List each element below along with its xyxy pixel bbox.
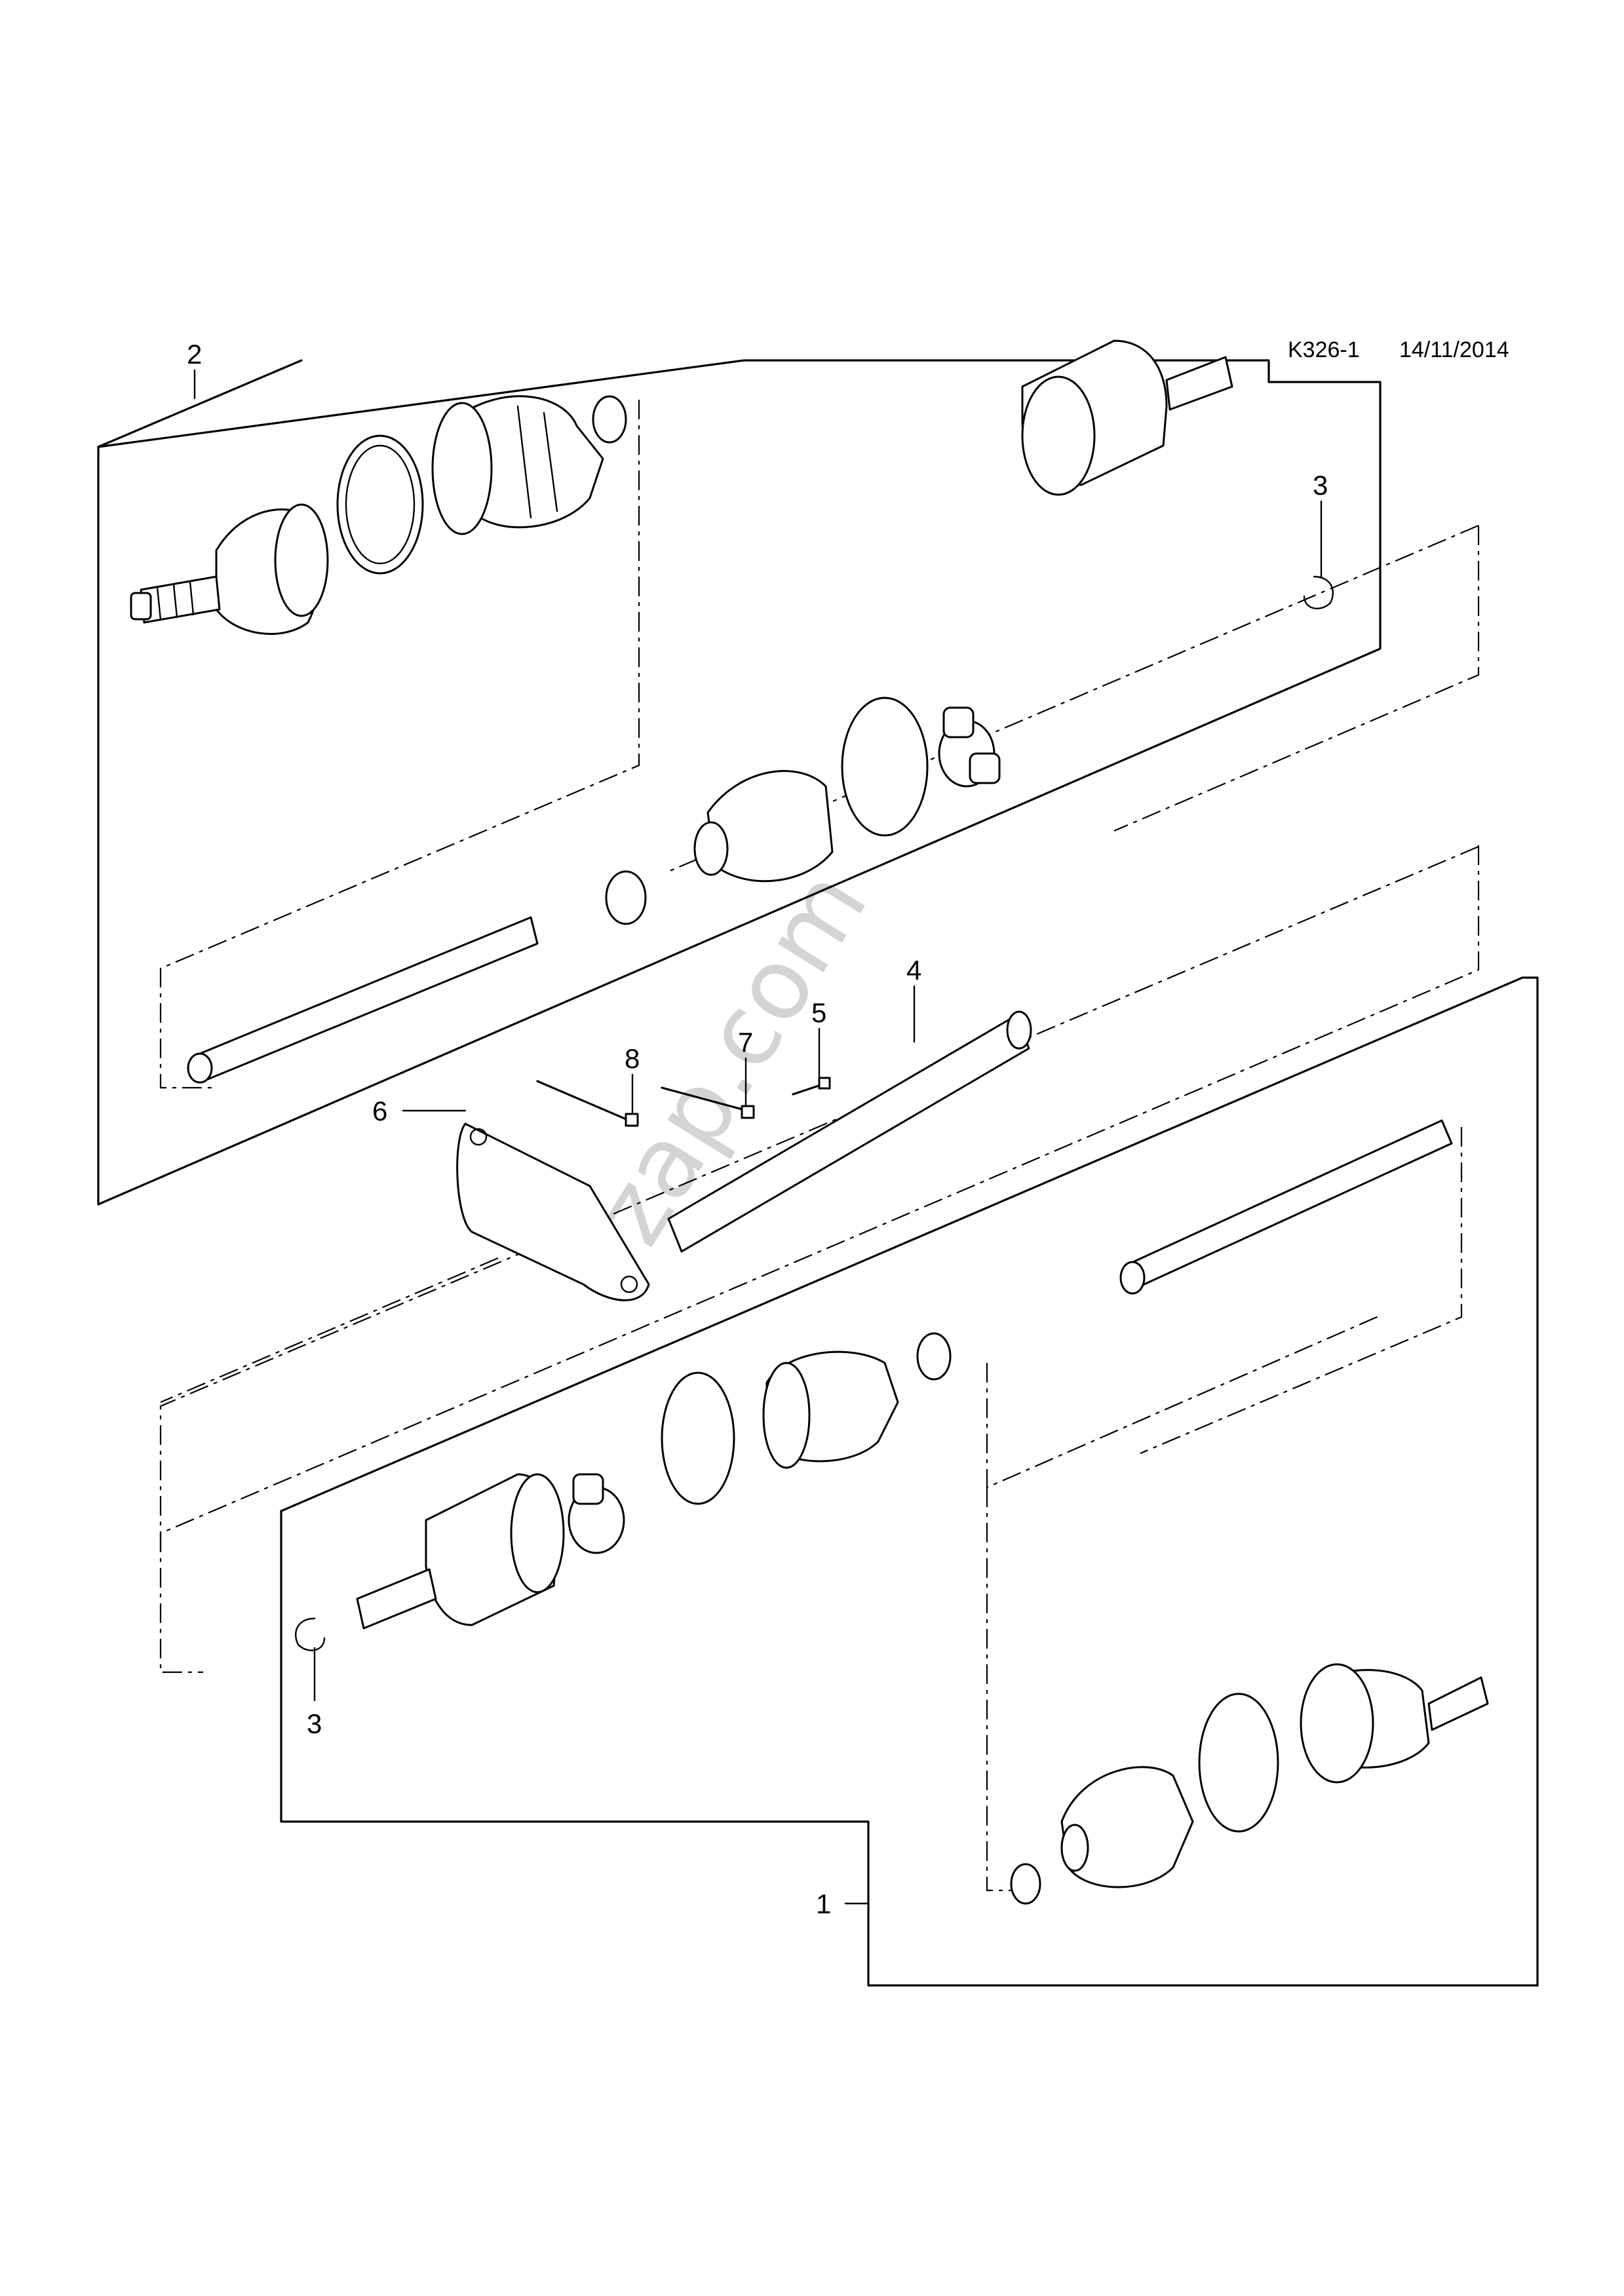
boot-clamp-lower-inner xyxy=(661,1371,735,1505)
intermediate-shaft-4 xyxy=(667,1010,1032,1253)
callout-6: 6 xyxy=(372,1096,387,1126)
callout-4: 4 xyxy=(906,955,921,985)
inner-tripod-housing-lower xyxy=(356,1473,565,1630)
drive-shaft-upper xyxy=(187,916,539,1084)
bolt-7 xyxy=(661,1086,755,1119)
tripod-spider-lower xyxy=(568,1473,625,1554)
diagram-code: K326-1 xyxy=(1288,337,1360,362)
boot-clamp-lower-outer xyxy=(1198,1693,1279,1833)
cv-boot-lower-inner xyxy=(762,1350,899,1469)
callout-3-upper: 3 xyxy=(1313,470,1328,501)
assembly-frame-2 xyxy=(97,359,1382,1206)
diagram-date: 14/11/2014 xyxy=(1399,337,1509,362)
callout-8: 8 xyxy=(625,1043,640,1074)
cv-boot-lower-outer xyxy=(1060,1766,1194,1888)
callout-5: 5 xyxy=(811,997,826,1028)
callout-2: 2 xyxy=(187,339,202,370)
snap-ring-3-upper xyxy=(1303,575,1334,609)
bolt-8 xyxy=(536,1080,639,1127)
guide-lines xyxy=(159,400,1480,1892)
callout-1: 1 xyxy=(816,1888,831,1919)
inner-tripod-housing-upper xyxy=(1021,339,1233,496)
snap-ring-3-lower xyxy=(295,1617,326,1651)
boot-clamp-upper-outer xyxy=(336,434,424,575)
outer-cv-joint-lower xyxy=(1300,1663,1489,1784)
tripod-spider-upper xyxy=(938,706,1001,788)
retaining-clip-lower-inner xyxy=(916,1332,952,1381)
retaining-clip-upper-outer xyxy=(592,395,627,444)
cv-boot-upper-outer xyxy=(431,395,604,535)
boot-clamp-upper-inner xyxy=(841,697,929,837)
retaining-clip-upper-inner xyxy=(605,870,647,925)
leader-lines xyxy=(193,369,1323,1905)
retaining-clip-lower-outer xyxy=(1010,1863,1041,1905)
outer-cv-joint-upper xyxy=(130,503,329,635)
bolt-5 xyxy=(792,1077,831,1096)
bearing-bracket-6 xyxy=(456,1122,650,1301)
callout-7: 7 xyxy=(738,1027,753,1058)
assembly-frame-1 xyxy=(280,976,1539,1987)
drive-shaft-lower xyxy=(1119,1119,1453,1295)
callout-labels: 2 3 4 5 7 8 6 3 1 xyxy=(187,339,1328,1919)
callout-3-lower: 3 xyxy=(307,1708,322,1739)
cv-boot-upper-inner xyxy=(693,770,834,883)
